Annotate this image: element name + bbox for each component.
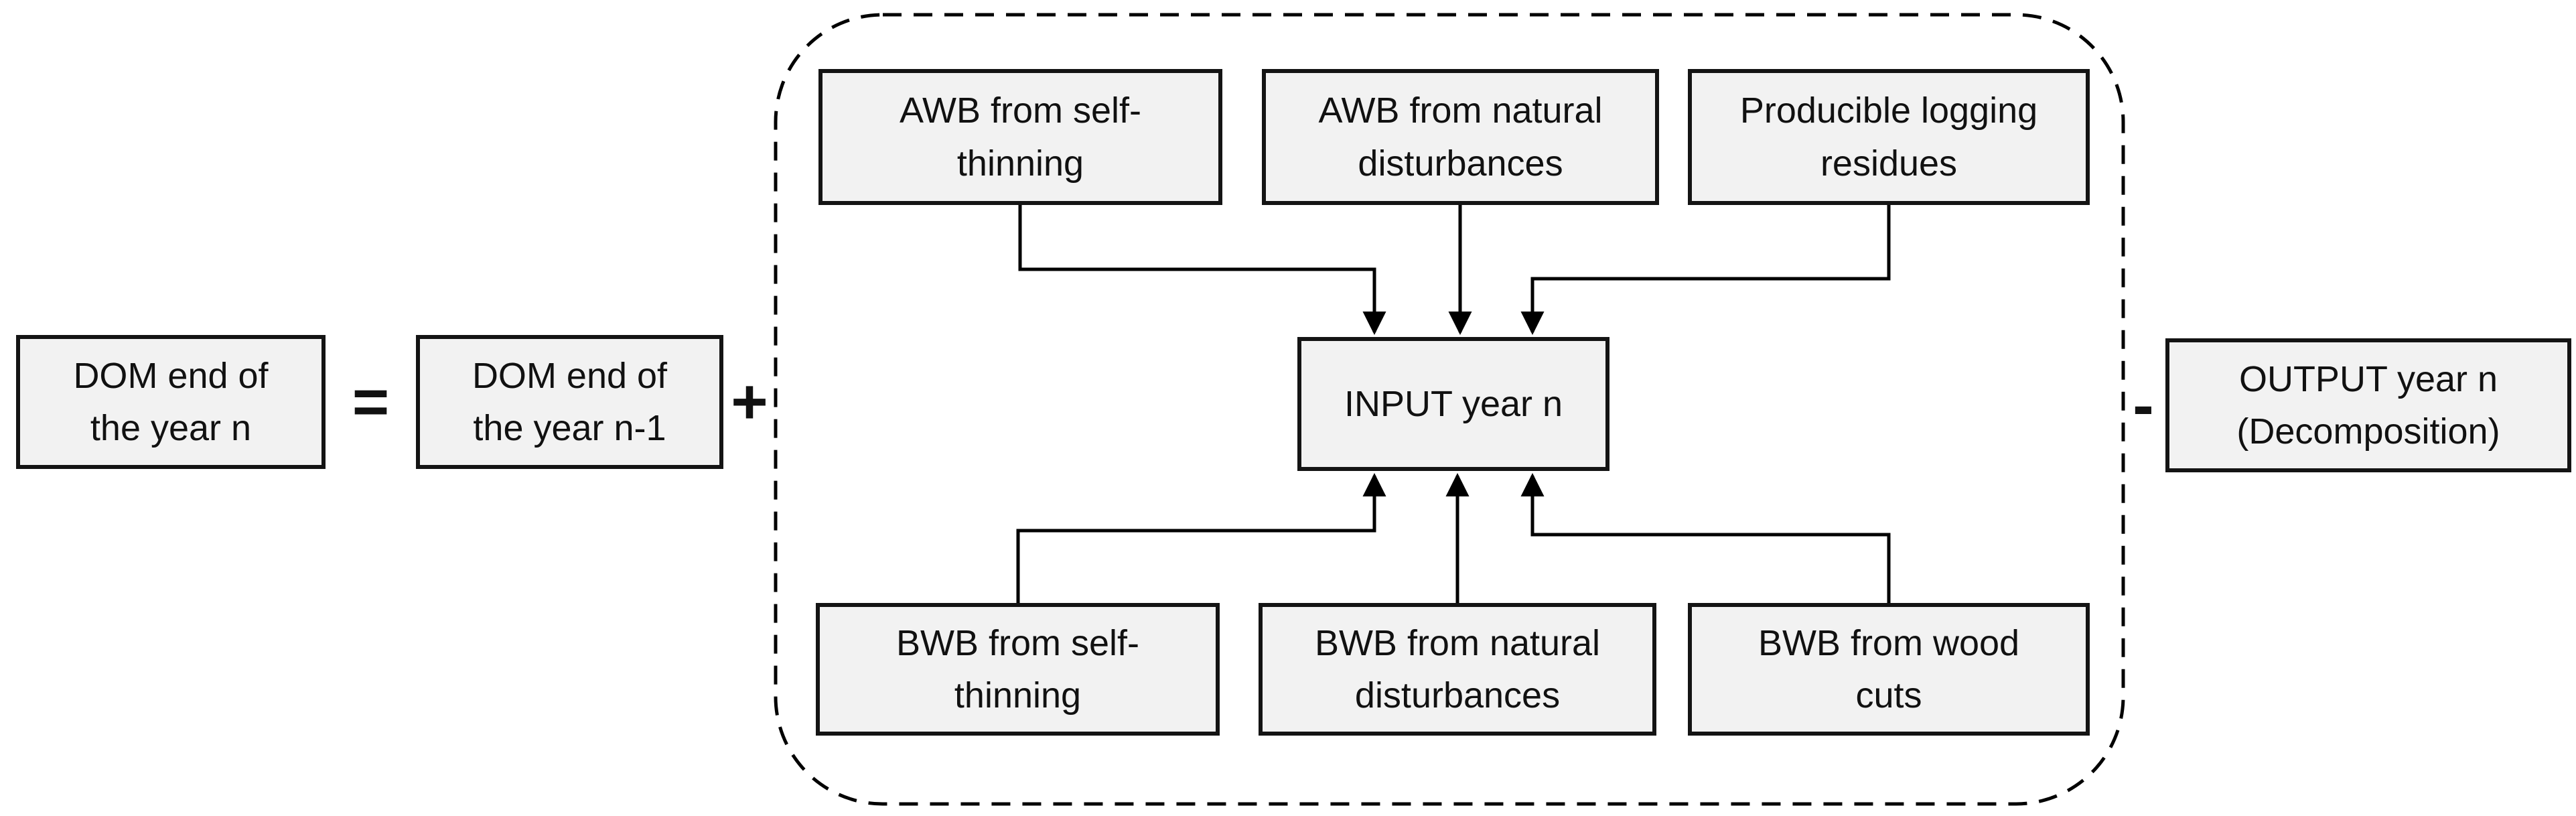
- arrow-awb-self-thinning-to-input: [1018, 204, 1386, 336]
- minus-sign: -: [2133, 369, 2154, 441]
- arrow-producible-logging-residues-to-input: [1520, 204, 1891, 336]
- box-dom-end-of-year-n-minus-1: DOM end of the year n-1: [416, 335, 723, 469]
- box-dom-end-of-year-n: DOM end of the year n: [16, 335, 326, 469]
- box-output-year-n-decomposition: OUTPUT year n (Decomposition): [2165, 338, 2571, 472]
- arrow-bwb-self-thinning-to-input: [1016, 472, 1386, 604]
- box-producible-logging-residues: Producible logging residues: [1688, 69, 2090, 205]
- box-awb-from-natural-disturbances: AWB from natural disturbances: [1262, 69, 1659, 205]
- box-bwb-from-wood-cuts: BWB from wood cuts: [1688, 603, 2090, 736]
- plus-sign: +: [731, 366, 768, 437]
- equals-sign: =: [352, 366, 390, 437]
- box-awb-from-self-thinning: AWB from self- thinning: [818, 69, 1222, 205]
- box-input-year-n: INPUT year n: [1297, 337, 1609, 471]
- arrow-bwb-wood-cuts-to-input: [1520, 472, 1891, 604]
- box-bwb-from-natural-disturbances: BWB from natural disturbances: [1259, 603, 1656, 736]
- box-bwb-from-self-thinning: BWB from self- thinning: [816, 603, 1220, 736]
